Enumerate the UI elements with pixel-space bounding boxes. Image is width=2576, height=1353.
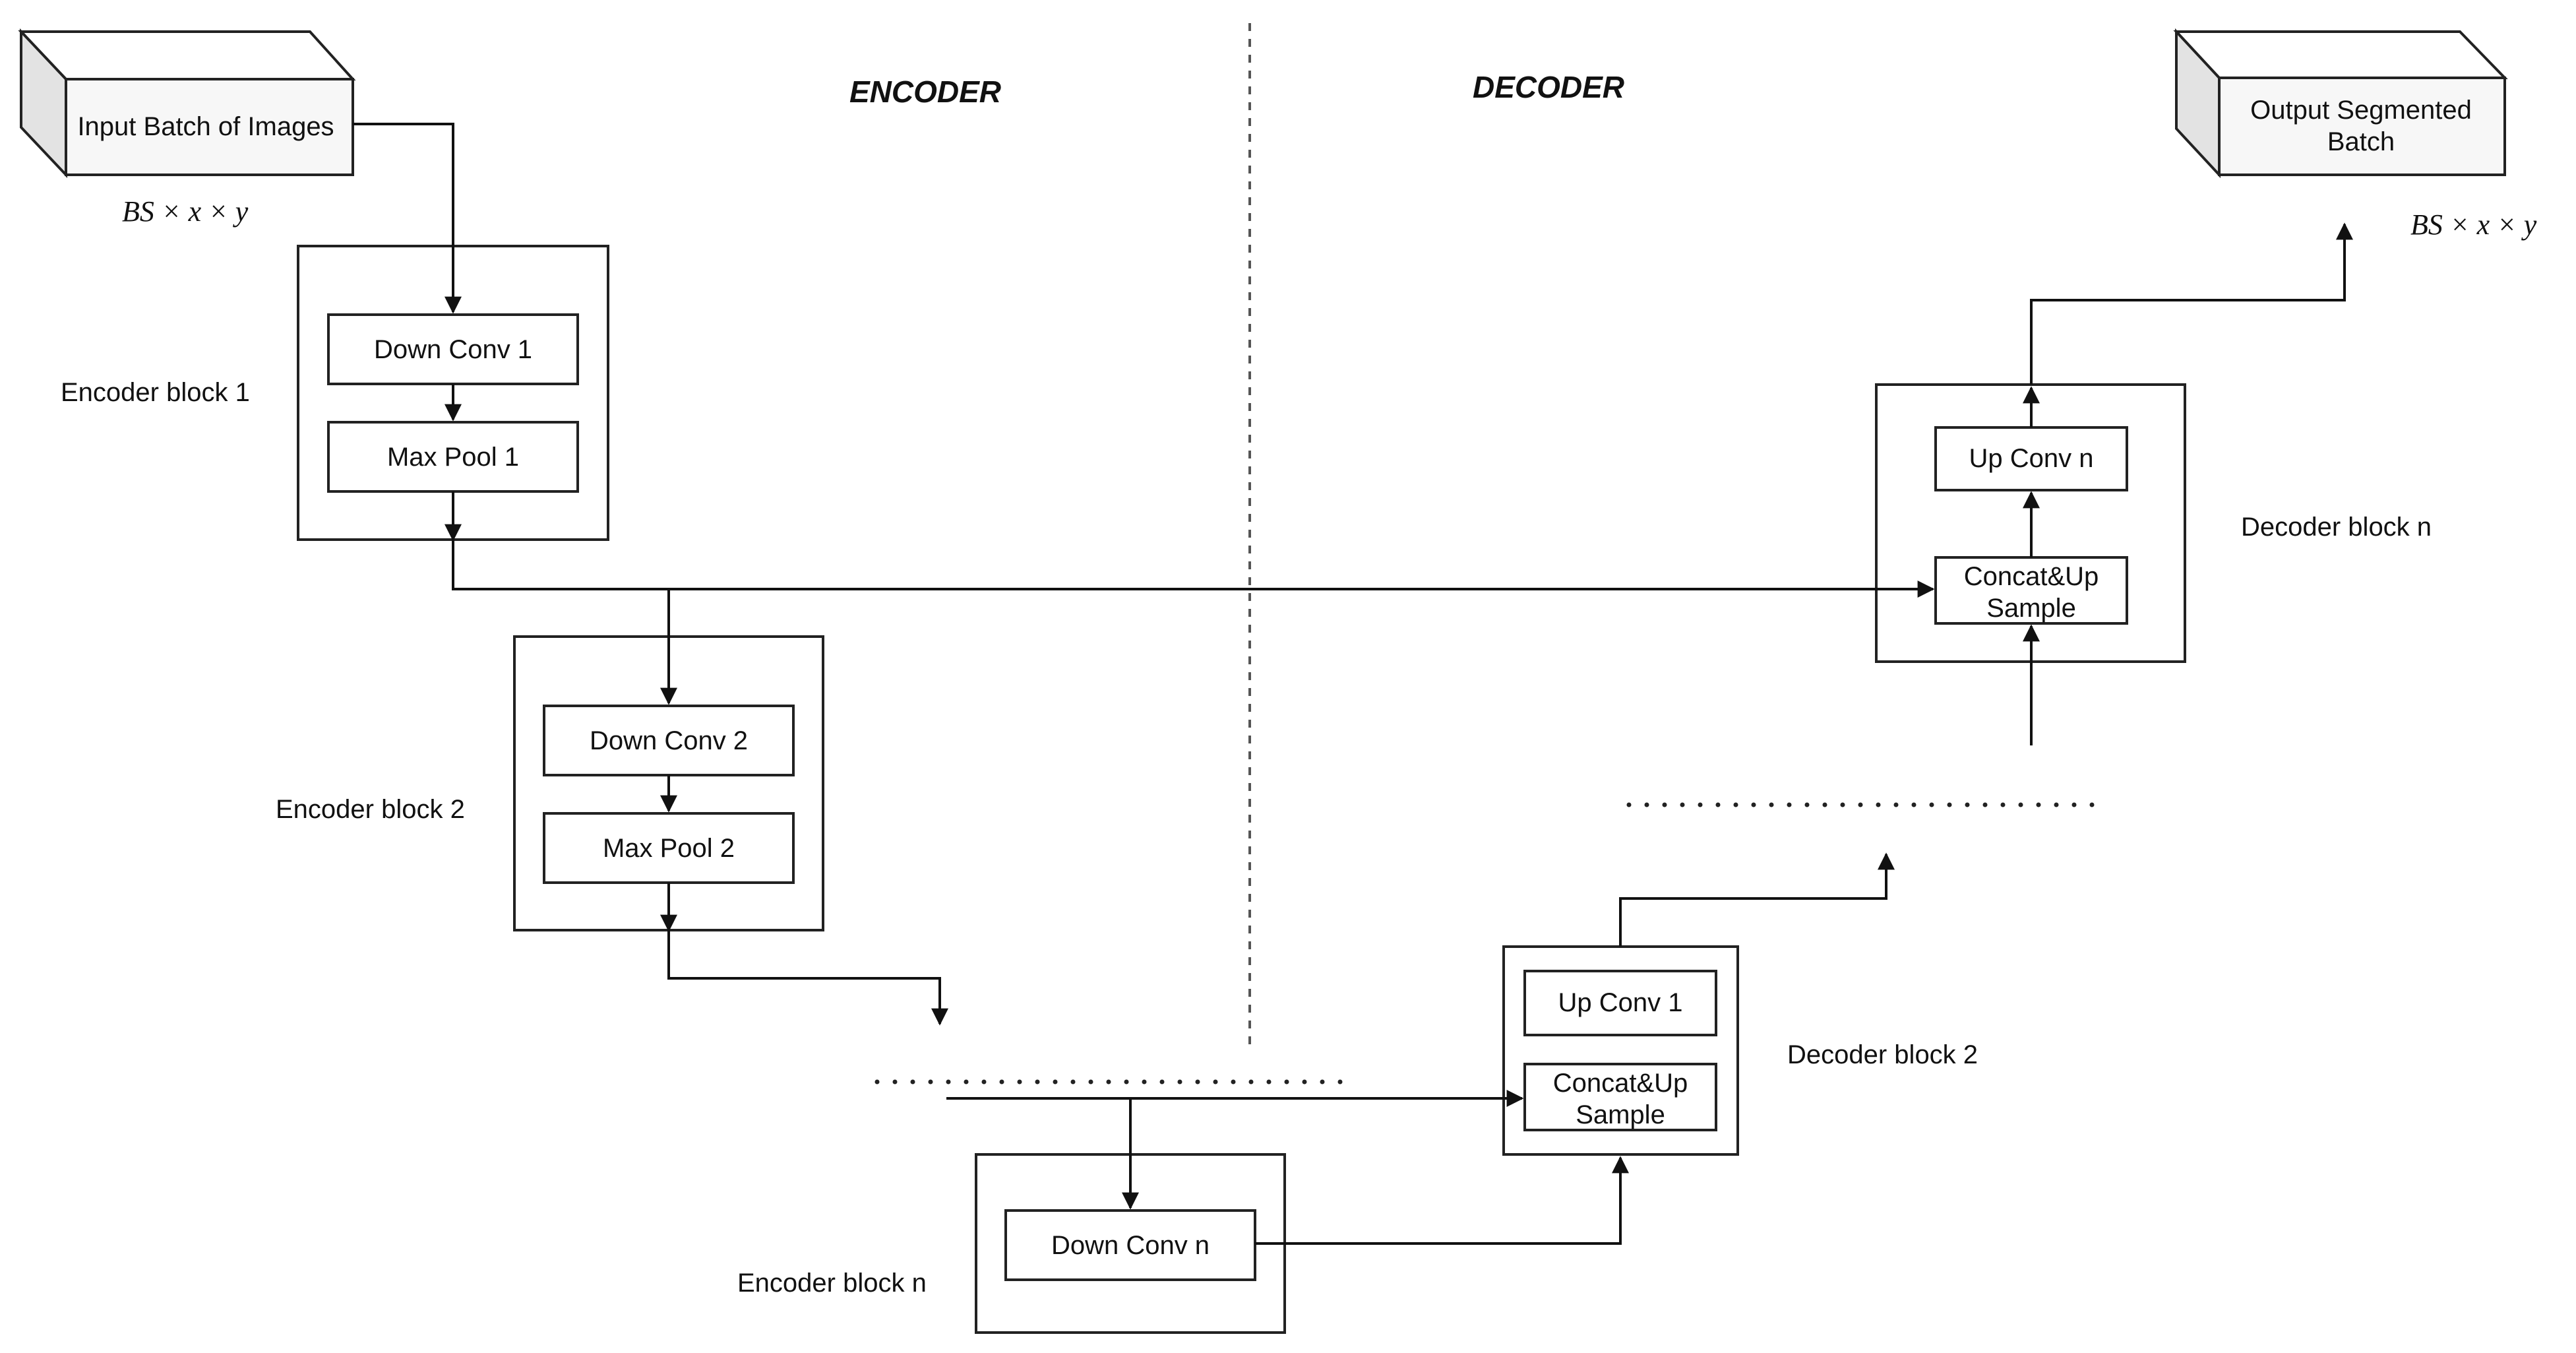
down-conv-2-box (543, 705, 795, 776)
decoder-n-concat-box (1934, 556, 2128, 625)
down-conv-2-label: Down Conv 2 (590, 726, 748, 755)
decoder-2-concat-label-line2: Sample (1576, 1100, 1665, 1129)
decoder-block-2-label: Decoder block 2 (1787, 1040, 1978, 1069)
down-conv-n-box (1004, 1209, 1256, 1281)
max-pool-1-label: Max Pool 1 (387, 443, 519, 472)
decoder-2-concat-box (1523, 1063, 1717, 1131)
decoder-block-2: Up Conv 1 Concat&Up Sample (1502, 945, 1739, 1156)
input-batch-cube: Input Batch of Images (18, 28, 356, 179)
output-batch-label-line2: Batch (2327, 127, 2395, 156)
decoder-2-to-next-arrow (1619, 852, 1895, 947)
encoder-2-to-next-arrow (667, 930, 948, 1026)
down-conv-n-to-decoder-2-arrow (1255, 1156, 1629, 1245)
decoder-n-concat-label-line1: Concat&Up (1964, 562, 2099, 591)
output-batch-label-line1: Output Segmented (2250, 96, 2472, 125)
encoder-header: ENCODER (849, 75, 1001, 109)
input-dims-label: BS × x × y (122, 195, 249, 228)
input-to-down-conv-1-arrow (353, 123, 462, 314)
up-conv-n-label: Up Conv n (1969, 444, 2094, 473)
output-batch-cube: Output Segmented Batch (2173, 28, 2508, 179)
up-conv-1-box (1523, 970, 1717, 1036)
decoder-2-concat-label-line1: Concat&Up (1553, 1069, 1688, 1098)
decoder-block-n: Up Conv n Concat&Up Sample (1875, 383, 2186, 663)
down-conv-n-label: Down Conv n (1051, 1231, 1210, 1260)
decoder-header: DECODER (1473, 70, 1624, 104)
encoder-block-1-label: Encoder block 1 (61, 378, 250, 407)
encoder-block-2-label: Encoder block 2 (276, 795, 465, 824)
max-pool-2-label: Max Pool 2 (603, 834, 735, 863)
encoder-block-n-label: Encoder block n (737, 1269, 927, 1298)
down-conv-1-box (327, 313, 579, 385)
up-conv-n-box (1934, 426, 2128, 491)
output-dims-label: BS × x × y (2410, 208, 2537, 241)
down-conv-1-label: Down Conv 1 (374, 335, 532, 364)
decoder-n-concat-label-line2: Sample (1986, 594, 2076, 623)
input-batch-label: Input Batch of Images (77, 112, 334, 141)
encoder-1-to-down-conv-2-arrow (452, 540, 677, 705)
decoder-block-n-label: Decoder block n (2241, 513, 2432, 542)
decoder-n-to-output-arrow (2030, 222, 2353, 385)
up-conv-1-label: Up Conv 1 (1558, 988, 1683, 1017)
encoder-block-n: Down Conv n (975, 1153, 1286, 1334)
